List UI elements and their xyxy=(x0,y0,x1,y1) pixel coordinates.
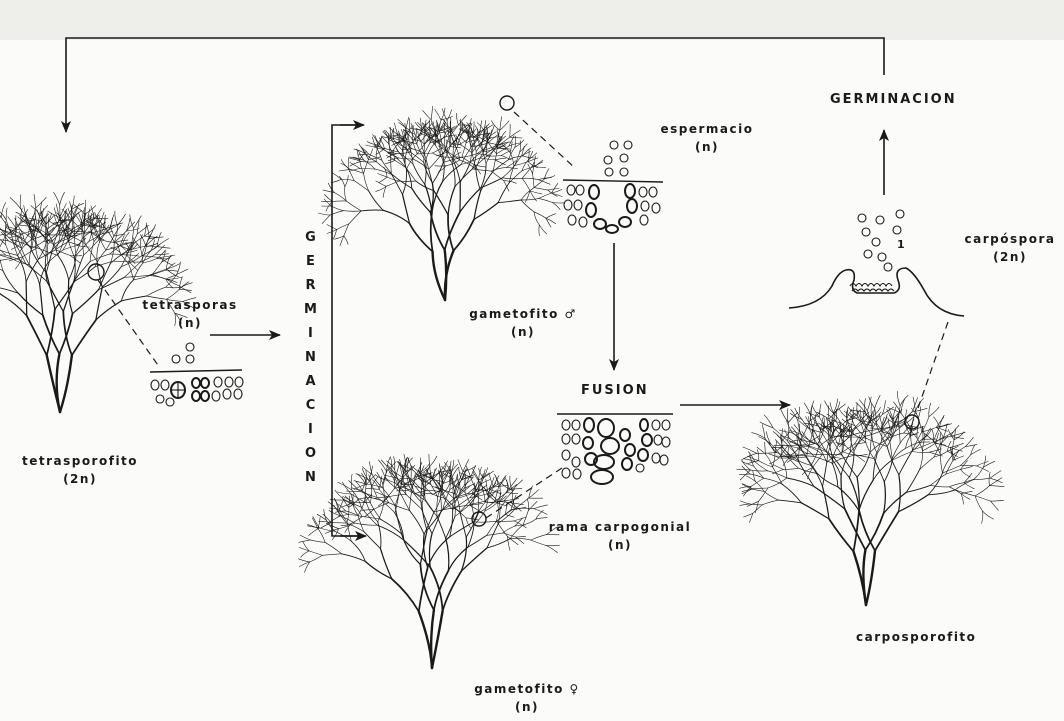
scan-strip xyxy=(0,0,1064,40)
carposporofito-label: carposporofito xyxy=(856,628,976,646)
gametofito-female-label: gametofito ♀ (n) xyxy=(462,680,592,716)
fusion-label: FUSION xyxy=(581,382,649,400)
top-loop-arrow xyxy=(66,38,884,132)
carposporofito-thallus xyxy=(737,391,1005,605)
arrows xyxy=(66,38,884,536)
tetrasporofito-label: tetrasporofito (2n) xyxy=(10,452,150,488)
algae-thalli xyxy=(0,106,1004,668)
gametofito-female-thallus xyxy=(298,454,559,668)
gametofito-male-label: gametofito ♂ (n) xyxy=(458,305,588,341)
espermacio-label: espermacio (n) xyxy=(647,120,767,156)
carpospora-label: carpóspora (2n) xyxy=(960,230,1060,266)
gametofito-male-thallus xyxy=(318,106,564,300)
tetrasporas-label: tetrasporas (n) xyxy=(130,296,250,332)
germinacion-top-label: GERMINACION xyxy=(830,91,957,109)
rama-carpogonial-label: rama carpogonial (n) xyxy=(540,518,700,554)
carpospora-marker: 1 xyxy=(897,236,905,254)
